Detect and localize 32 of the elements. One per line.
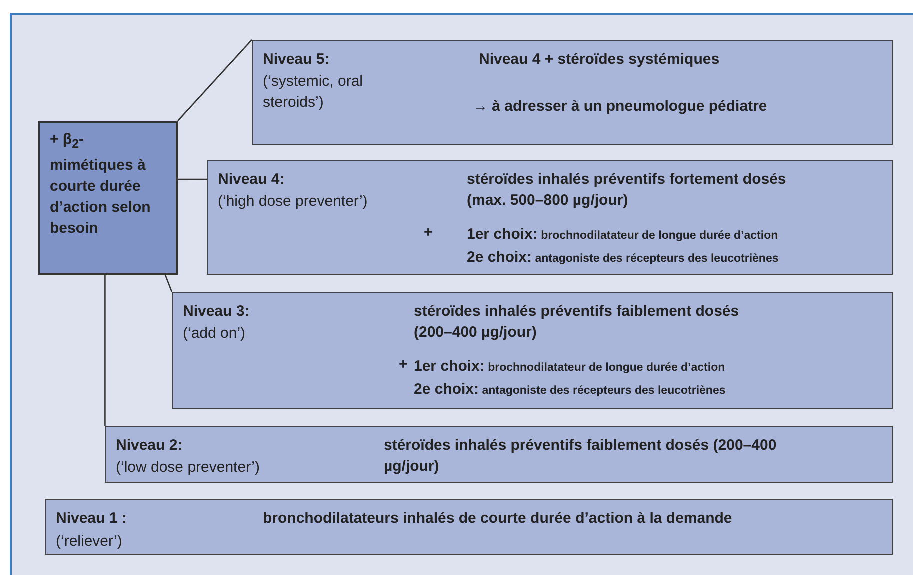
- referral-text: → à adresser à un pneumologue pédiatre: [473, 97, 768, 117]
- level-title: Niveau 4:: [218, 170, 286, 190]
- treatment-text: Niveau 4 + stéroïdes systémiques: [479, 50, 721, 70]
- level-box: [252, 40, 893, 145]
- level-title: Niveau 2:: [116, 436, 184, 456]
- level-subtitle: (‘add on’): [183, 324, 247, 344]
- level-box: [172, 292, 893, 409]
- level-title: Niveau 1 :: [56, 509, 128, 529]
- choice-text: 1er choix: brochnodilatateur de longue durée d’action: [414, 357, 726, 377]
- connector-line: [178, 178, 207, 180]
- choice-text: 2e choix: antagoniste des récepteurs des leucotriènes: [414, 380, 727, 400]
- treatment-text: + β$_{2}$-mimétiques à courte durée d’action selon besoin: [50, 130, 152, 239]
- level-subtitle: (‘high dose preventer’): [218, 192, 369, 212]
- level-subtitle: (‘low dose preventer’): [116, 458, 261, 478]
- treatment-text: stéroïdes inhalés préventifs faiblement dosés (200–400 µg/jour): [384, 436, 778, 477]
- treatment-text: bronchodilatateurs inhalés de courte durée d’action à la demande: [263, 509, 734, 529]
- choice-text: 1er choix: brochnodilatateur de longue durée d’action: [467, 225, 780, 245]
- treatment-text: stéroïdes inhalés préventifs fortement dosés (max. 500–800 µg/jour): [467, 170, 787, 211]
- level-box: [207, 160, 893, 275]
- level-title: Niveau 3:: [183, 302, 251, 322]
- level-subtitle: (‘reliever’): [56, 532, 124, 552]
- connector-line: [178, 40, 252, 122]
- connector-line: [104, 275, 106, 426]
- level-title: Niveau 5:: [263, 50, 331, 70]
- level-box: [105, 426, 893, 483]
- choice-text: 2e choix: antagoniste des récepteurs des leucotriènes: [467, 248, 780, 268]
- connector-line: [164, 274, 173, 292]
- treatment-text: stéroïdes inhalés préventifs faiblement dosés (200–400 µg/jour): [414, 302, 740, 343]
- level-subtitle: (‘systemic, oral steroids’): [263, 72, 364, 113]
- level-box: [45, 499, 893, 555]
- plus-sign: +: [424, 223, 434, 243]
- reliever-box: [38, 121, 178, 275]
